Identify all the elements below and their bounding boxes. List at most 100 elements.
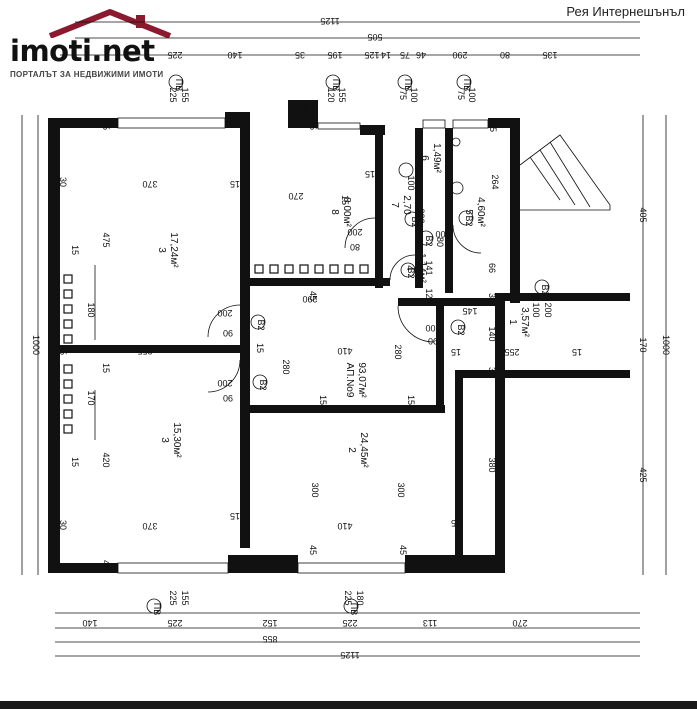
dimension-label: 410	[337, 346, 352, 356]
bottom-bar	[0, 701, 697, 709]
dimension-label: 280	[281, 359, 291, 374]
door-tag: B2	[540, 284, 550, 295]
dimension-label: 200	[416, 208, 426, 223]
dimension-label: 200	[217, 378, 232, 388]
window-tag: ПВ	[174, 79, 184, 91]
door-tag-circle	[418, 230, 434, 246]
dimension-label: 120	[326, 87, 336, 102]
dimension-label: 45	[308, 291, 318, 301]
dimension-label: 80	[500, 50, 510, 60]
window-tag: ПВ	[403, 79, 413, 91]
door-tag-circle	[534, 279, 550, 295]
dimension-label: 141	[424, 260, 434, 275]
dimension-label: 170	[86, 390, 96, 405]
door-tag: B2	[456, 324, 466, 335]
dimension-label: 225	[167, 50, 182, 60]
dimension-label: 90	[428, 336, 438, 346]
room-number: 1	[507, 319, 518, 325]
dimension-label: 145	[462, 306, 477, 316]
dimension-label: 225	[343, 590, 353, 605]
dimension-label: 420	[101, 452, 111, 467]
room-number: 2	[346, 447, 357, 453]
dimension-label: 15	[451, 518, 461, 528]
dimension-label: 1125	[320, 16, 339, 26]
dimension-label: 300	[310, 482, 320, 497]
dimension-label: 155	[180, 87, 190, 102]
dimension-label: 80	[435, 237, 445, 247]
dimension-label: 1000	[661, 335, 671, 355]
room-number: 8	[329, 209, 340, 215]
dimension-label: 410	[337, 521, 352, 531]
dimension-label: 200	[543, 302, 553, 317]
dimension-label: 380	[487, 457, 497, 472]
dimension-label: 15	[101, 363, 111, 373]
dimension-label: 264	[490, 174, 500, 189]
room-area: 24,45м²	[358, 432, 369, 468]
window-tag-circle	[456, 74, 472, 90]
dimension-label: 75	[398, 90, 408, 100]
house-roof-icon	[48, 9, 172, 38]
dimension-label: 355	[137, 346, 152, 356]
dimension-label: 15	[70, 457, 80, 467]
dimension-label: 405	[638, 207, 648, 222]
room-number: 7	[389, 202, 400, 208]
window-tag: ПВ	[152, 603, 162, 615]
dimension-label: 90	[223, 393, 233, 403]
dimension-label: 66	[487, 263, 497, 273]
dimension-label: 120	[424, 288, 434, 303]
window-tag-circle	[397, 74, 413, 90]
dimension-label: 100	[409, 87, 419, 102]
dimension-label: 290	[302, 294, 317, 304]
dimension-label: 45	[101, 560, 111, 570]
door-tag-circle	[250, 314, 266, 330]
dimension-label: 155	[180, 590, 190, 605]
dimension-label: 270	[512, 618, 527, 628]
door-tag-circle	[458, 210, 474, 226]
dimension-label: 200	[435, 229, 450, 239]
dimension-label: 15	[406, 395, 416, 405]
dimension-label: 1000	[31, 335, 41, 355]
dimension-label: 14	[381, 50, 391, 60]
dimension-label: 45	[300, 103, 310, 113]
dimension-label: 300	[396, 482, 406, 497]
dimension-label: 140	[227, 50, 242, 60]
room-number: 6	[419, 155, 430, 161]
window-tag: ПВ	[331, 79, 341, 91]
staircase	[519, 134, 611, 211]
dimension-label: 225	[168, 87, 178, 102]
dimension-label: 30	[487, 367, 497, 377]
dimension-label: 15	[340, 195, 350, 205]
dimension-label: 15	[572, 347, 582, 357]
window-tag: ПВ	[462, 79, 472, 91]
dimension-label: 15	[318, 395, 328, 405]
railing-blocks	[63, 264, 369, 434]
dimension-label: 100	[531, 302, 541, 317]
room-area: 3,57м²	[519, 307, 530, 337]
dimension-label: 370	[142, 521, 157, 531]
walls	[48, 100, 630, 573]
dimension-label: 475	[101, 232, 111, 247]
dimension-label: 155	[337, 87, 347, 102]
window-tag-circle	[168, 74, 184, 90]
apartment-number: АП.No9	[344, 363, 355, 398]
dimension-label: 1125	[340, 650, 359, 660]
door-tag: B2	[424, 235, 434, 246]
room-area: 17,24м²	[168, 232, 179, 268]
dimension-label: 45	[58, 345, 68, 355]
dimension-label: 113	[423, 618, 437, 628]
dimension-label: 80	[350, 242, 360, 252]
door-tag-circle	[404, 211, 420, 227]
dimension-label: 200	[425, 323, 440, 333]
dimension-label: 46	[416, 50, 426, 60]
dimension-label: 30	[58, 177, 68, 187]
window-tag-circle	[146, 598, 162, 614]
imoti-logo[interactable]: imoti.net ПОРТАЛЪТ ЗА НЕДВИЖИМИ ИМОТИ	[10, 8, 210, 86]
dimension-label: 140	[487, 326, 497, 341]
dimension-label: 45	[308, 545, 318, 555]
dimension-label: 15	[413, 167, 423, 177]
room-number: 3	[159, 437, 170, 443]
dimension-label: 180	[355, 590, 365, 605]
dimension-label: 45	[101, 120, 111, 130]
door-tag: B2	[258, 379, 268, 390]
